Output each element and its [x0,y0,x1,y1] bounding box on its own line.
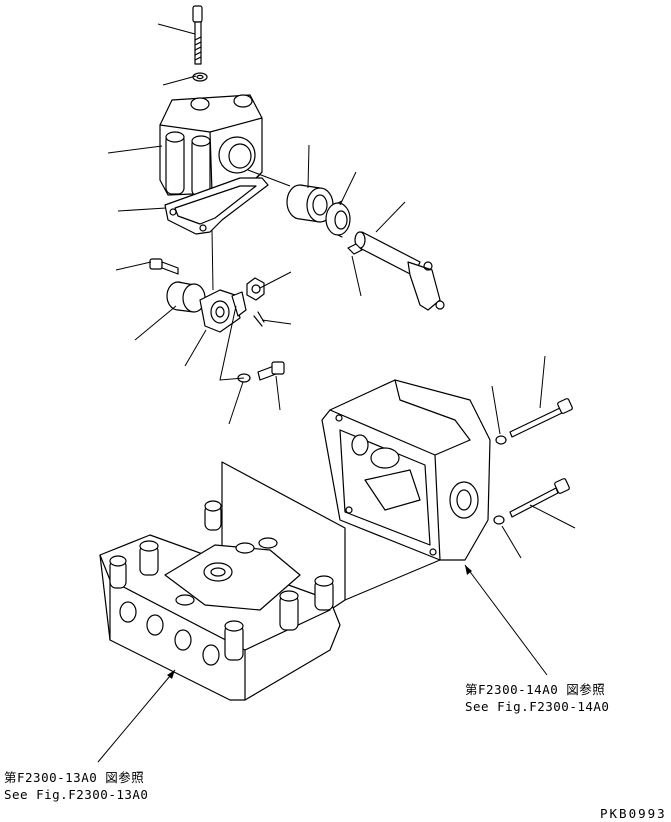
reference-note-upper-ja: 第F2300-14A0 図参照 [465,682,606,697]
bushing [287,185,333,222]
long-bolt-lower [494,478,570,524]
lower-housing [100,462,345,700]
cam-arm [200,290,246,332]
top-bolt [193,6,202,64]
right-cover [322,380,490,560]
reference-note-lower-en: See Fig.F2300-13A0 [4,787,149,802]
small-bolt-left [150,259,178,274]
reference-note-upper-en: See Fig.F2300-14A0 [465,699,610,714]
assembly-line [212,170,290,380]
top-washer [193,73,207,81]
nut [247,278,264,300]
leader-arrowheads [167,565,472,679]
leader-lines [98,24,575,762]
reference-note-lower-ja: 第F2300-13A0 図参照 [4,770,145,785]
assembly-line-lower [345,560,440,600]
pin [254,312,264,326]
bushing-left [167,282,205,312]
long-bolt-upper [496,398,573,444]
upper-housing [160,95,262,196]
key [348,244,362,254]
upper-gasket [165,178,268,234]
collar [326,201,350,237]
drawing-number: PKB0993 [600,806,667,821]
small-bolt-bottom [258,362,284,380]
shaft-lever [355,232,444,310]
